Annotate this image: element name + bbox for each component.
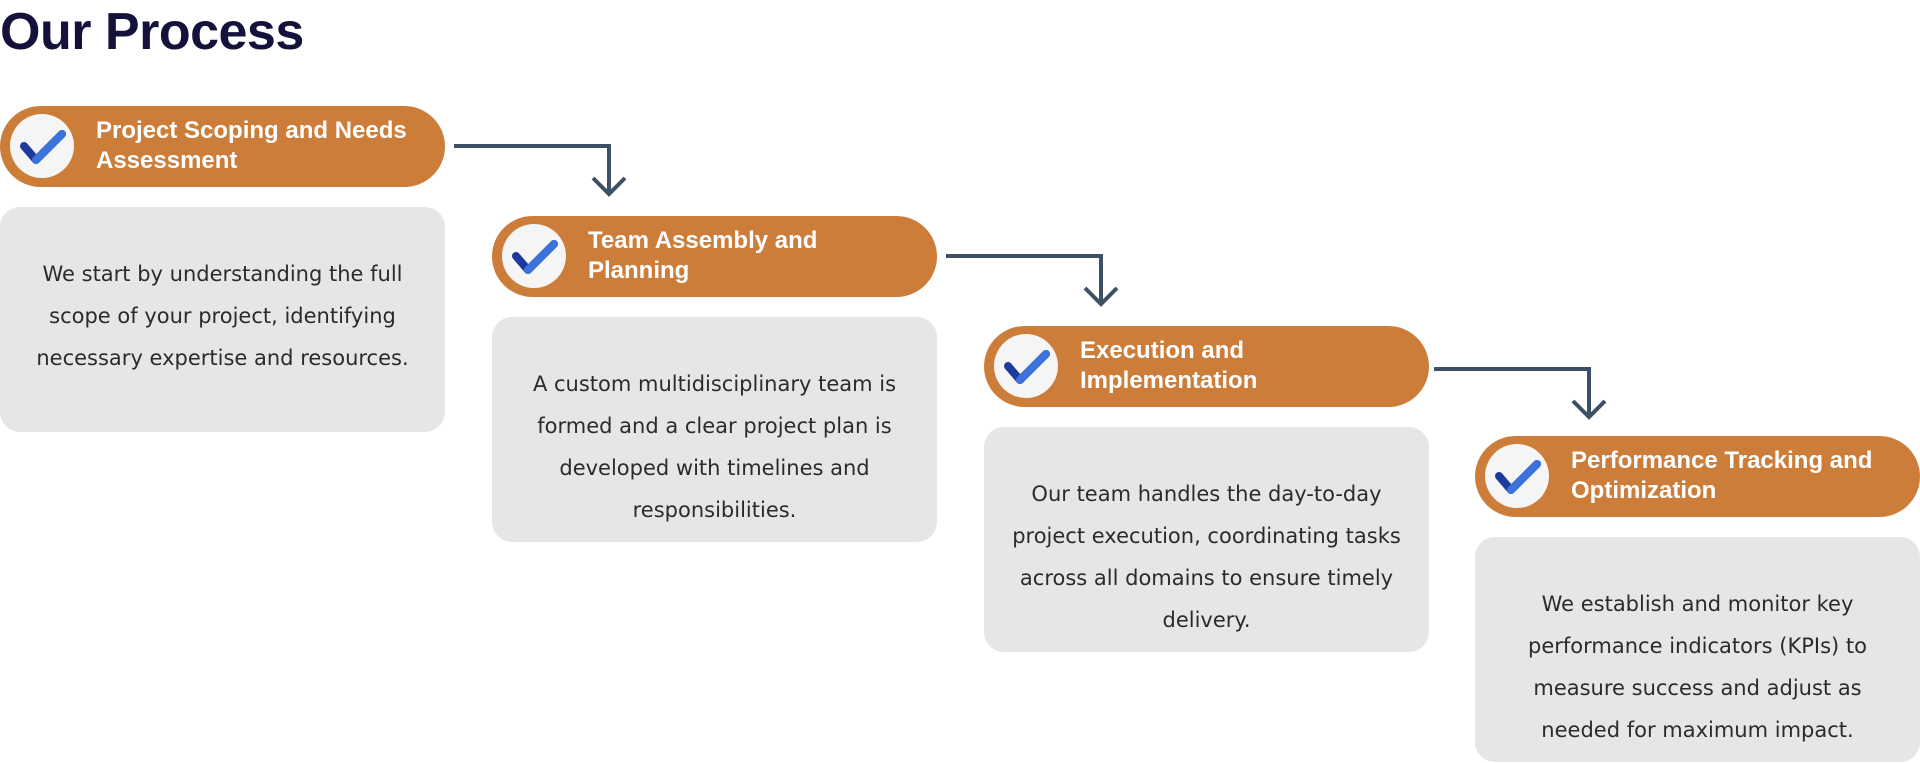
step-card: A custom multidisciplinary team is forme…: [492, 317, 937, 542]
connector-arrow-2: [946, 254, 1119, 307]
step-header: Team Assembly and Planning: [492, 216, 937, 297]
step-header: Execution and Implementation: [984, 326, 1429, 407]
step-header: Project Scoping and Needs Assessment: [0, 106, 445, 187]
check-icon: [994, 334, 1058, 398]
step-card: Our team handles the day-to-day project …: [984, 427, 1429, 652]
step-card: We start by understanding the full scope…: [0, 207, 445, 432]
step-description: We start by understanding the full scope…: [36, 262, 409, 370]
step-title: Project Scoping and Needs Assessment: [96, 117, 407, 174]
connector-arrow-1: [454, 144, 627, 197]
step-description: We establish and monitor key performance…: [1528, 592, 1867, 742]
connector-arrow-3: [1434, 367, 1607, 420]
step-card: We establish and monitor key performance…: [1475, 537, 1920, 762]
check-icon: [10, 114, 74, 178]
check-icon: [1485, 444, 1549, 508]
step-description: Our team handles the day-to-day project …: [1012, 482, 1401, 632]
step-description: A custom multidisciplinary team is forme…: [532, 372, 897, 522]
page-title: Our Process: [0, 3, 304, 61]
step-header: Performance Tracking and Optimization: [1475, 436, 1920, 517]
step-title: Performance Tracking and Optimization: [1571, 447, 1873, 504]
step-title: Team Assembly and Planning: [588, 227, 818, 284]
check-icon: [502, 224, 566, 288]
step-title: Execution and Implementation: [1080, 337, 1258, 394]
